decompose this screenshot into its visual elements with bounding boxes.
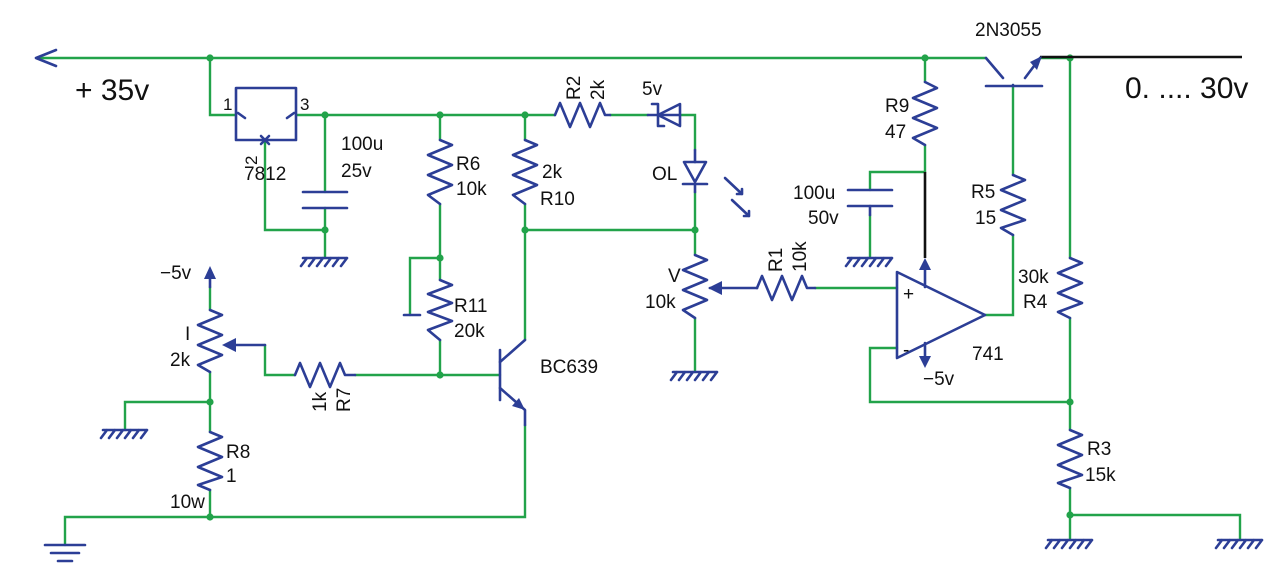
resistor-r9 [911, 80, 939, 147]
pot-i-name-label: I [185, 324, 190, 345]
resistor-r7 [293, 361, 357, 389]
r2-name-label: R2 [564, 76, 585, 100]
ground-c1 [299, 256, 349, 268]
neg-supply-top-label: −5v [160, 263, 192, 284]
transistor-2n3055-label: 2N3055 [975, 20, 1042, 41]
resistor-r11 [402, 278, 454, 342]
resistor-r6 [426, 138, 454, 206]
r5-name-label: R5 [971, 182, 995, 203]
resistor-r3 [1056, 428, 1084, 490]
supply-input-arrow [34, 48, 58, 68]
reg-pin1-label: 1 [223, 95, 232, 114]
reg-pin3-label: 3 [300, 95, 309, 114]
r8-name-label: R8 [226, 442, 250, 463]
labels: + 35v 0. .... 30v 2N3055 BC639 741 7812 … [75, 20, 1248, 513]
r3-value-label: 15k [1085, 465, 1116, 486]
neg-supply-opamp-label: −5v [923, 369, 955, 390]
r1-name-label: R1 [766, 248, 787, 272]
potentiometer-i [196, 266, 267, 374]
r9-name-label: R9 [885, 96, 909, 117]
wires [38, 56, 1242, 547]
resistor-r4 [1056, 256, 1084, 320]
r7-value-label: 1k [310, 391, 331, 412]
r5-value-label: 15 [975, 208, 996, 229]
cap1-value-label: 100u [341, 134, 383, 155]
r8-power-label: 10w [170, 492, 205, 513]
supply-label: + 35v [75, 74, 149, 107]
r10-name-label: R10 [540, 189, 575, 210]
cap1-voltage-label: 25v [341, 161, 372, 182]
opamp-741 [895, 258, 987, 368]
r6-name-label: R6 [456, 154, 480, 175]
ground-output [1214, 538, 1264, 550]
junction-dots [206, 54, 1074, 521]
r11-value-label: 20k [454, 321, 485, 342]
ground-c2 [844, 256, 894, 268]
r3-name-label: R3 [1087, 439, 1111, 460]
r4-value-label: 30k [1018, 267, 1049, 288]
ground-r3 [1044, 538, 1094, 550]
cap2-value-label: 100u [793, 183, 835, 204]
cap2-voltage-label: 50v [808, 208, 839, 229]
potentiometer-v [681, 253, 759, 320]
pot-v-value-label: 10k [645, 292, 676, 313]
resistor-r2 [553, 101, 612, 129]
ground-symbols [43, 256, 1264, 563]
reg-pin2-label: 2 [242, 156, 261, 165]
capacitor-c2 [846, 188, 894, 217]
zener-voltage-label: 5v [642, 79, 663, 100]
ground-pot-i [99, 428, 149, 440]
r9-value-label: 47 [885, 122, 906, 143]
output-label: 0. .... 30v [1125, 72, 1248, 105]
r6-value-label: 10k [456, 179, 487, 200]
r11-name-label: R11 [454, 296, 487, 317]
r7-name-label: R7 [334, 388, 355, 412]
transistor-2n3055 [984, 56, 1044, 88]
resistor-r5 [999, 173, 1027, 237]
opamp-minus-label: - [903, 340, 909, 361]
transistor-bc639-label: BC639 [540, 357, 598, 378]
opamp-label: 741 [972, 344, 1004, 365]
ground-main [43, 543, 87, 563]
ground-pot-v [669, 370, 719, 382]
led-label: OL [652, 164, 677, 185]
led-ol [681, 148, 751, 218]
r2-value-label: 2k [588, 79, 609, 100]
pot-i-value-label: 2k [170, 350, 191, 371]
regulator-7812 [234, 86, 298, 146]
resistor-r8 [196, 430, 224, 492]
zener-diode [646, 102, 682, 128]
r1-value-label: 10k [790, 241, 811, 272]
pot-v-name-label: V [668, 266, 681, 287]
r8-value-label: 1 [226, 466, 237, 487]
r4-name-label: R4 [1023, 292, 1048, 313]
transistor-bc639 [498, 338, 527, 427]
capacitor-c1 [301, 190, 349, 210]
r10-value-label: 2k [542, 162, 563, 183]
opamp-plus-label: + [903, 284, 914, 305]
resistor-r1 [755, 274, 817, 302]
resistor-r10 [511, 138, 539, 206]
regulator-label: 7812 [244, 164, 286, 185]
